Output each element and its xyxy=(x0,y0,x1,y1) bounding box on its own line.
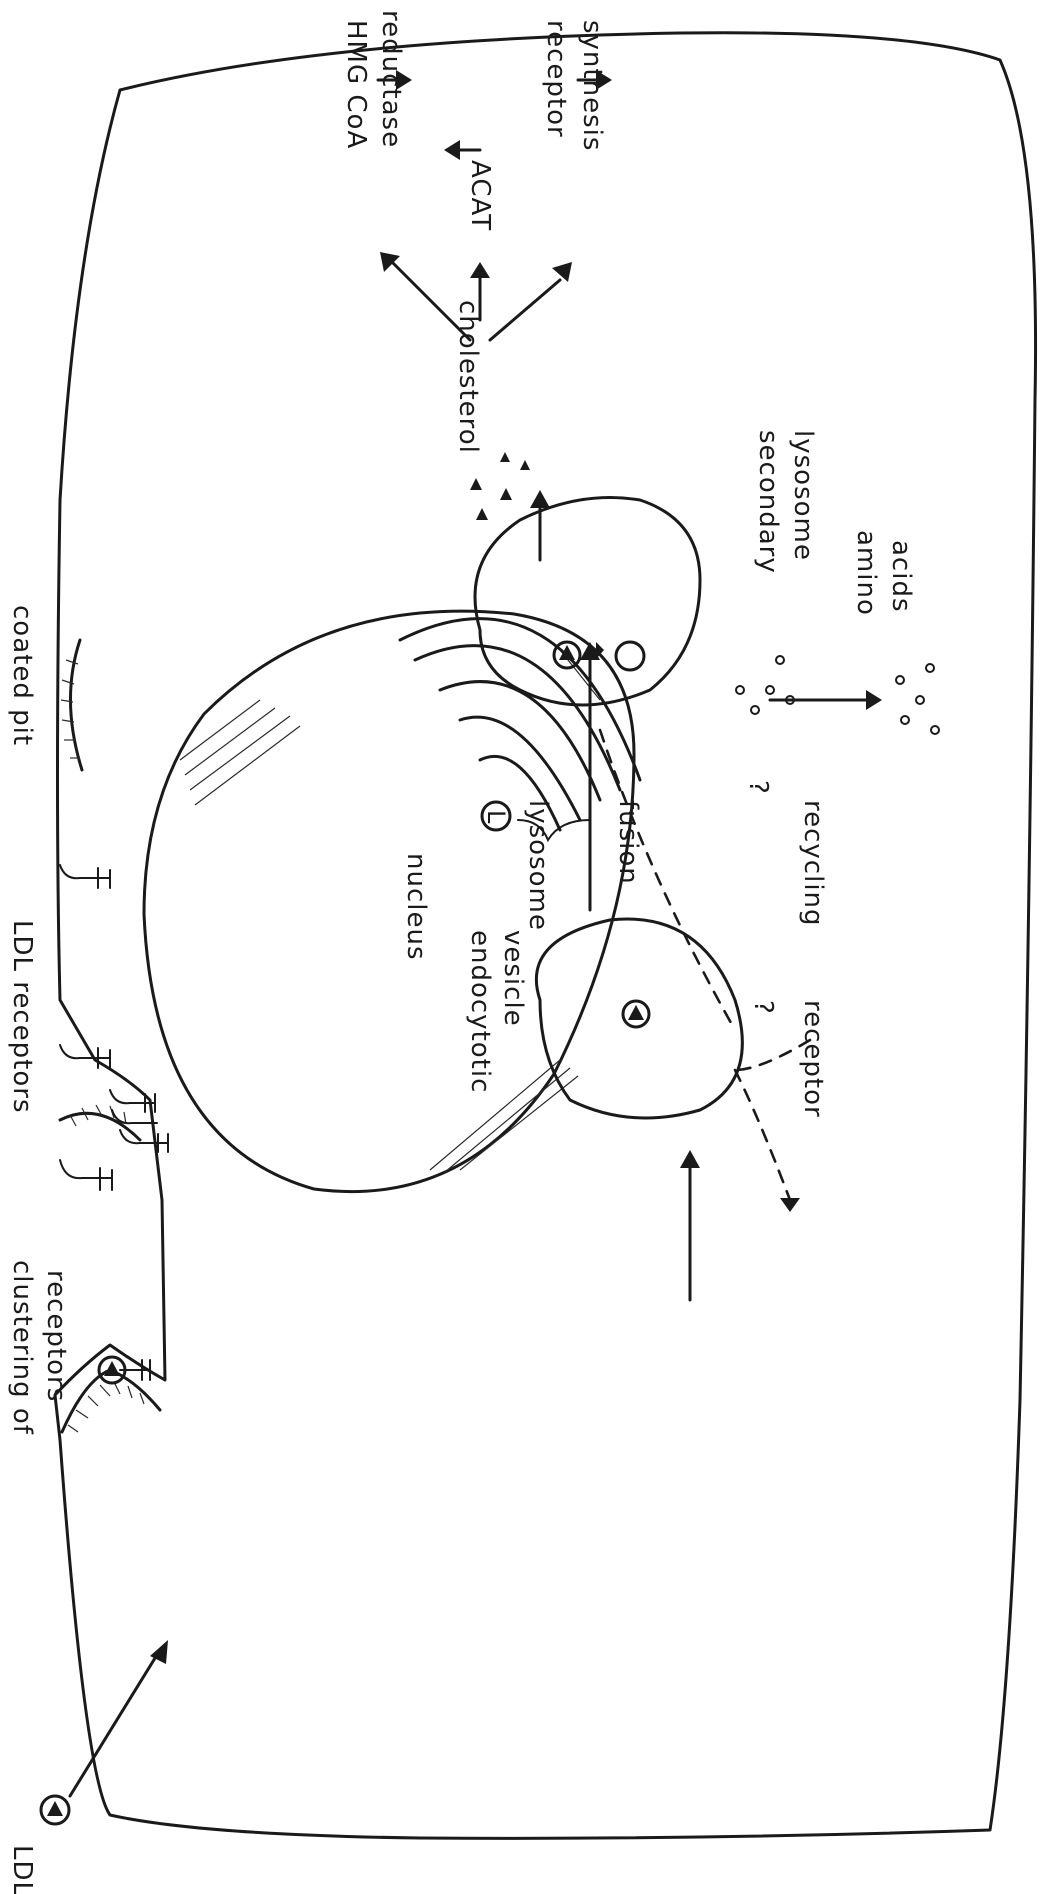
clustered-receptors xyxy=(110,1090,168,1152)
clustering-receptors-label: receptors xyxy=(41,1270,71,1402)
ldl-label: LDL xyxy=(7,1845,37,1894)
ldl-receptors-label: LDL receptors xyxy=(7,920,37,1114)
endocytotic-label: endocytotic xyxy=(465,930,495,1093)
golgi-stacks xyxy=(400,619,640,830)
cholesterol-release xyxy=(470,452,550,560)
lysosome-label: lysosome xyxy=(523,800,553,931)
effect-arrows xyxy=(378,70,612,160)
lysosome-marker: L xyxy=(482,802,510,830)
secondary-lysosome xyxy=(475,498,700,706)
coated-pit-with-ldl xyxy=(62,1370,160,1432)
hmg-label: HMG CoA xyxy=(341,20,371,149)
receptor-syn-label: receptor xyxy=(541,20,571,138)
ldl-particle xyxy=(41,1640,168,1824)
amino-label: amino xyxy=(851,530,881,616)
ldl-receptor-3 xyxy=(60,1160,112,1190)
fusion-label: fusion xyxy=(613,800,643,885)
clustering-label: clustering of xyxy=(7,1260,37,1435)
receptor-label: receptor xyxy=(798,1000,828,1118)
recycling-label: recycling xyxy=(798,800,828,927)
lysosome-letter: L xyxy=(482,810,510,824)
vesicle-label: vesicle xyxy=(498,930,528,1027)
endocytotic-vesicle xyxy=(536,919,742,1118)
ldl-receptor-1 xyxy=(60,865,110,888)
amino-acids xyxy=(736,656,939,734)
acat-label: ACAT xyxy=(465,160,495,231)
recycling-question-2: ? xyxy=(748,1000,778,1015)
internalization-arrow xyxy=(680,1150,700,1300)
cholesterol-label: cholesterol xyxy=(453,300,483,454)
coated-pit-upper xyxy=(61,640,82,770)
recycling-question-1: ? xyxy=(743,780,773,795)
secondary-label: secondary xyxy=(753,430,783,574)
coated-pit-label: coated pit xyxy=(7,605,37,746)
nucleus xyxy=(144,611,634,1191)
acids-label: acids xyxy=(886,540,916,613)
nucleus-label: nucleus xyxy=(401,853,431,961)
secondary-lysosome-label: lysosome xyxy=(788,430,818,561)
cell-membrane xyxy=(55,33,1036,1839)
